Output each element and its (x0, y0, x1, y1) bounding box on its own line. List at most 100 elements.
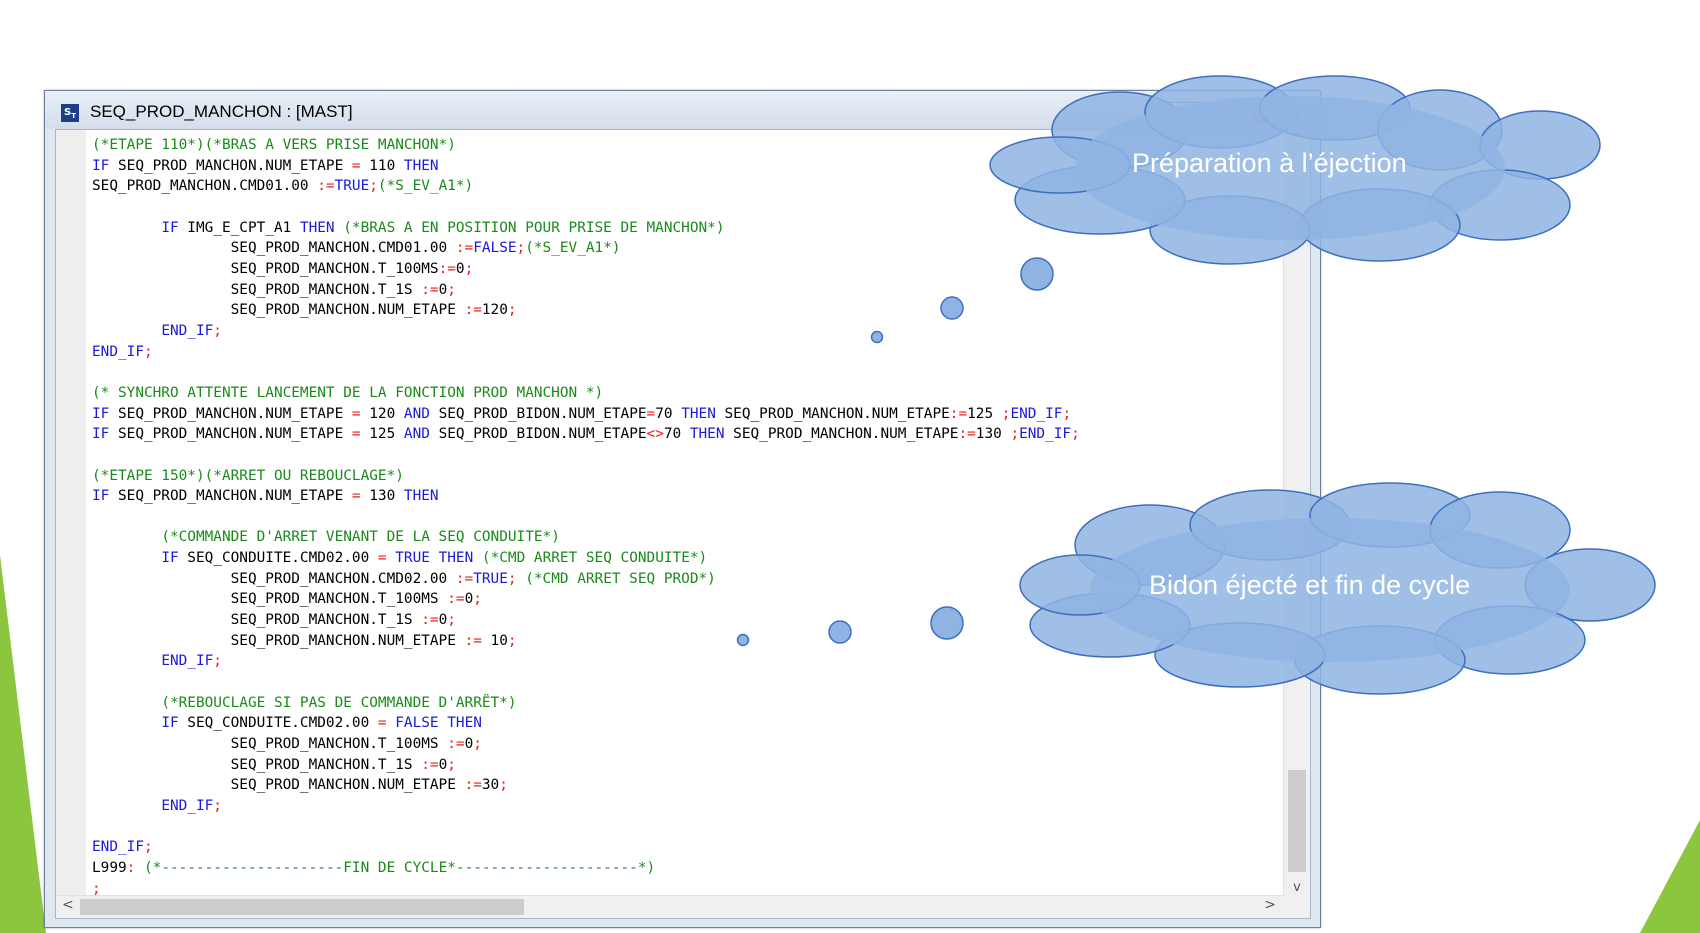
code-line[interactable]: SEQ_PROD_MANCHON.T_1S :=0; (92, 280, 1080, 301)
scroll-down-icon[interactable]: v (1293, 880, 1301, 895)
code-text (387, 550, 396, 566)
code-text (135, 860, 144, 876)
code-text: SEQ_PROD_MANCHON.NUM_ETAPE (715, 405, 950, 422)
code-line[interactable]: IF SEQ_PROD_MANCHON.NUM_ETAPE = 110 THEN (92, 156, 1080, 177)
code-comment: (*S_EV_A1*) (525, 240, 621, 257)
code-line[interactable]: SEQ_PROD_MANCHON.T_100MS :=0; (92, 589, 1080, 610)
vertical-scrollbar[interactable]: ^ v (1283, 130, 1310, 896)
code-line[interactable]: (*ETAPE 150*)(*ARRET OU REBOUCLAGE*) (92, 466, 1080, 487)
minimize-button[interactable]: ▭ (1157, 102, 1201, 124)
code-operator: := (949, 405, 968, 422)
code-operator: := (421, 612, 439, 629)
code-line[interactable]: SEQ_PROD_MANCHON.T_100MS :=0; (92, 734, 1080, 755)
code-keyword: TRUE (334, 178, 370, 195)
code-line[interactable] (92, 672, 1080, 693)
code-text: 0 (464, 736, 474, 753)
code-operator: <> (646, 426, 664, 443)
code-line[interactable]: END_IF; (92, 651, 1080, 672)
code-line[interactable]: IF IMG_E_CPT_A1 THEN (*BRAS A EN POSITIO… (92, 218, 1080, 239)
code-line[interactable]: IF SEQ_PROD_MANCHON.NUM_ETAPE = 130 THEN (92, 486, 1080, 507)
callout-bottom-text: Bidon éjecté et fin de cycle (1149, 570, 1471, 600)
code-line[interactable] (92, 362, 1080, 383)
code-keyword: FALSE (473, 240, 517, 257)
code-line[interactable]: END_IF; (92, 321, 1080, 342)
code-operator: ; (447, 281, 456, 298)
editor-window: ST SEQ_PROD_MANCHON : [MAST] ▭ ▫ ✕ (*ETA… (44, 90, 1321, 928)
code-text: SEQ_PROD_MANCHON.NUM_ETAPE (109, 405, 352, 422)
code-line[interactable]: END_IF; (92, 837, 1080, 858)
code-operator: := (447, 591, 465, 608)
code-text (92, 798, 161, 814)
code-text (92, 695, 161, 711)
code-operator: = (351, 157, 361, 174)
scroll-right-icon[interactable]: > (1264, 897, 1276, 913)
code-line[interactable] (92, 445, 1080, 466)
code-text: 130 (360, 488, 404, 505)
code-line[interactable]: (*COMMANDE D'ARRET VENANT DE LA SEQ COND… (92, 527, 1080, 548)
code-comment: (*S_EV_A1*) (377, 178, 474, 195)
title-bar[interactable]: ST SEQ_PROD_MANCHON : [MAST] ▭ ▫ ✕ (45, 91, 1320, 129)
code-area[interactable]: (*ETAPE 110*)(*BRAS A VERS PRISE MANCHON… (92, 135, 1080, 899)
code-line[interactable]: SEQ_PROD_MANCHON.T_100MS:=0; (92, 259, 1080, 280)
code-line[interactable]: SEQ_PROD_MANCHON.T_1S :=0; (92, 610, 1080, 631)
code-line[interactable]: (* SYNCHRO ATTENTE LANCEMENT DE LA FONCT… (92, 383, 1080, 404)
maximize-icon: ▫ (1221, 105, 1231, 120)
resize-grip[interactable] (1284, 896, 1310, 918)
maximize-button[interactable]: ▫ (1204, 102, 1248, 124)
code-line[interactable]: SEQ_PROD_MANCHON.CMD01.00 :=FALSE;(*S_EV… (92, 238, 1080, 259)
code-line[interactable]: END_IF; (92, 796, 1080, 817)
code-line[interactable]: SEQ_PROD_MANCHON.NUM_ETAPE := 10; (92, 631, 1080, 652)
code-line[interactable]: SEQ_PROD_MANCHON.T_1S :=0; (92, 755, 1080, 776)
code-text (430, 550, 439, 566)
code-comment: (*CMD ARRET SEQ PROD*) (525, 570, 716, 587)
code-line[interactable]: IF SEQ_PROD_MANCHON.NUM_ETAPE = 125 AND … (92, 424, 1080, 445)
code-line[interactable]: (*ETAPE 110*)(*BRAS A VERS PRISE MANCHON… (92, 135, 1080, 156)
code-keyword: THEN (403, 157, 439, 174)
code-text: 0 (438, 756, 448, 773)
code-operator: = (646, 405, 656, 422)
code-editor[interactable]: (*ETAPE 110*)(*BRAS A VERS PRISE MANCHON… (55, 129, 1311, 919)
code-line[interactable]: IF SEQ_PROD_MANCHON.NUM_ETAPE = 120 AND … (92, 404, 1080, 425)
code-keyword: TRUE (395, 550, 430, 567)
code-line[interactable]: END_IF; (92, 342, 1080, 363)
code-line[interactable]: ; (92, 879, 1080, 900)
code-operator: := (455, 240, 474, 257)
code-text: SEQ_CONDUITE.CMD02.00 (178, 550, 378, 567)
code-line[interactable]: SEQ_PROD_MANCHON.NUM_ETAPE :=30; (92, 775, 1080, 796)
code-comment: (*---------------------FIN DE CYCLE*----… (144, 859, 656, 876)
code-line[interactable]: IF SEQ_CONDUITE.CMD02.00 = FALSE THEN (92, 713, 1080, 734)
code-line[interactable] (92, 507, 1080, 528)
code-operator: = (351, 488, 361, 505)
code-text (387, 715, 396, 731)
code-keyword: IF (92, 157, 110, 174)
code-operator: ; (507, 302, 517, 319)
code-line[interactable]: SEQ_PROD_MANCHON.NUM_ETAPE :=120; (92, 300, 1080, 321)
code-line[interactable]: L999: (*---------------------FIN DE CYCL… (92, 858, 1080, 879)
code-operator: := (447, 736, 465, 753)
code-line[interactable]: SEQ_PROD_MANCHON.CMD01.00 :=TRUE;(*S_EV_… (92, 176, 1080, 197)
code-line[interactable] (92, 197, 1080, 218)
code-keyword: FALSE (395, 715, 439, 732)
code-operator: ; (1001, 405, 1011, 422)
code-operator: ; (213, 653, 222, 670)
horizontal-scrollbar[interactable]: < > (56, 895, 1284, 918)
code-keyword: IF (92, 488, 110, 505)
scroll-up-icon[interactable]: ^ (1291, 131, 1303, 146)
horizontal-scroll-thumb[interactable] (80, 899, 524, 915)
close-button[interactable]: ✕ (1251, 102, 1299, 124)
vertical-scroll-thumb[interactable] (1288, 770, 1306, 872)
code-operator: = (351, 405, 361, 422)
code-line[interactable]: (*REBOUCLAGE SI PAS DE COMMANDE D'ARRËT*… (92, 693, 1080, 714)
code-text (335, 220, 344, 236)
code-line[interactable] (92, 817, 1080, 838)
code-line[interactable]: SEQ_PROD_MANCHON.CMD02.00 :=TRUE; (*CMD … (92, 569, 1080, 590)
code-text: 120 (481, 302, 508, 319)
code-keyword: IF (92, 405, 110, 422)
code-line[interactable]: IF SEQ_CONDUITE.CMD02.00 = TRUE THEN (*C… (92, 548, 1080, 569)
code-operator: ; (447, 756, 456, 773)
code-operator: ; (473, 736, 482, 753)
scroll-left-icon[interactable]: < (62, 897, 74, 913)
green-triangle-right (1640, 820, 1700, 933)
code-text: 0 (438, 281, 448, 298)
code-text (92, 323, 161, 339)
